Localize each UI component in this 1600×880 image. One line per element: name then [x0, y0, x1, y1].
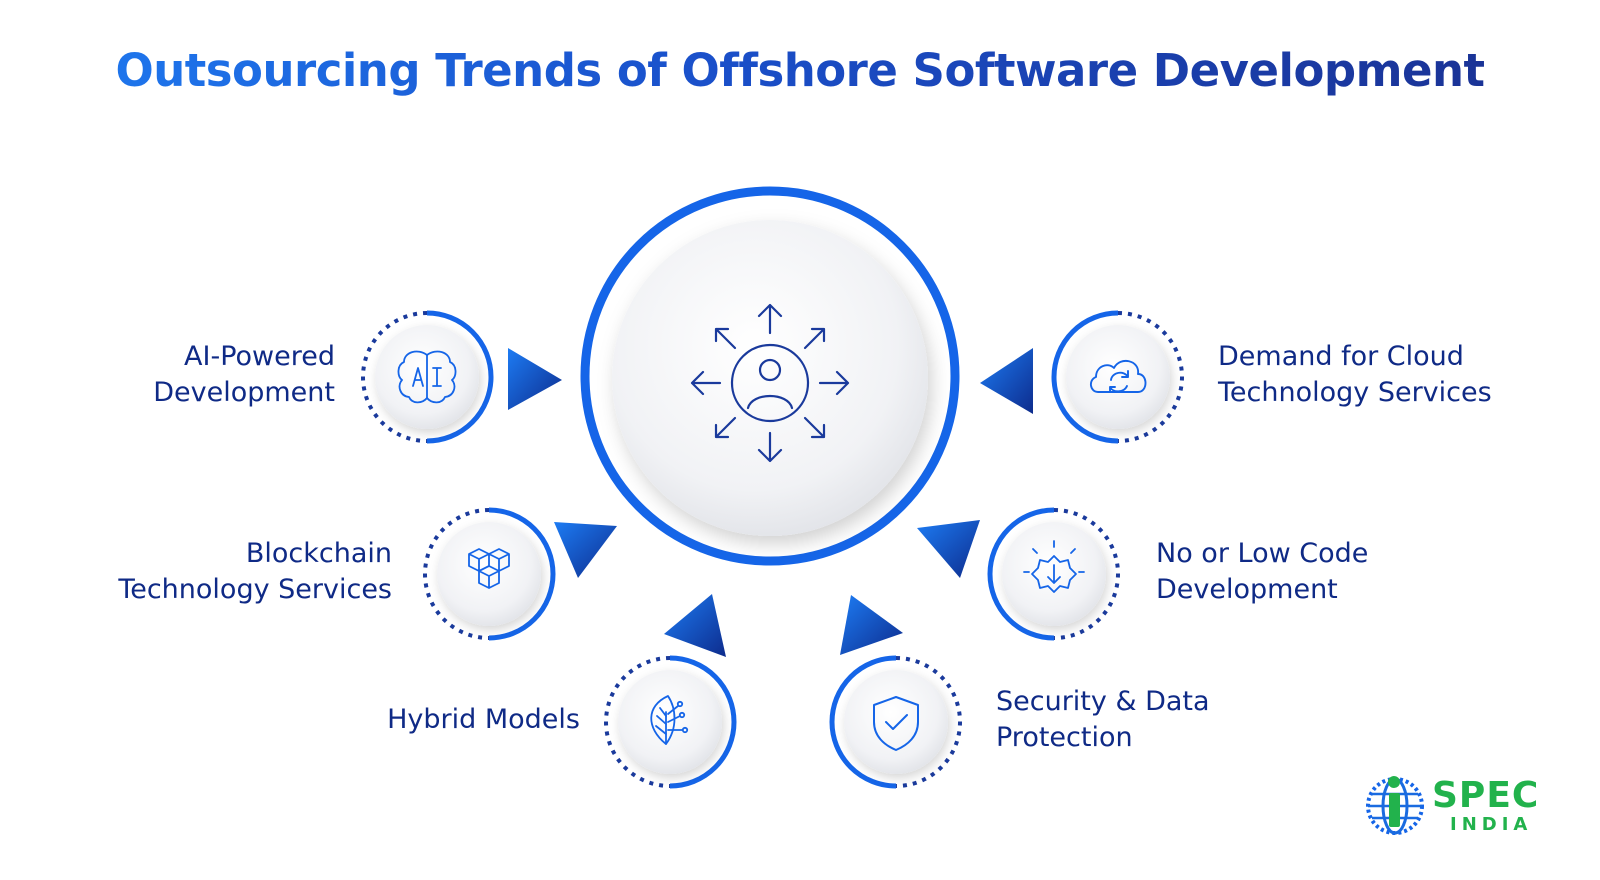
label-line: Security & Data	[996, 686, 1210, 717]
label-security-data-protection: Security & Data Protection	[996, 684, 1256, 756]
label-no-low-code-development: No or Low Code Development	[1156, 536, 1416, 608]
label-line: Blockchain	[245, 538, 392, 569]
node-security	[829, 655, 962, 789]
label-line: Protection	[996, 722, 1133, 753]
label-line: Development	[153, 377, 335, 408]
pointer-arrow-security	[840, 595, 903, 655]
pointer-arrow-ai	[508, 348, 562, 410]
label-line: No or Low Code	[1156, 538, 1369, 569]
label-demand-cloud-technology-services: Demand for Cloud Technology Services	[1218, 339, 1558, 411]
page-title: Outsourcing Trends of Offshore Software …	[0, 44, 1600, 97]
pointer-arrows	[508, 348, 1033, 657]
label-hybrid-models: Hybrid Models	[330, 702, 580, 738]
label-blockchain-technology-services: Blockchain Technology Services	[70, 536, 392, 608]
pointer-arrow-hybrid	[664, 594, 726, 657]
shield-check-icon	[873, 696, 919, 751]
spec-india-globe-icon	[1366, 776, 1424, 835]
logo-word: SPEC	[1432, 775, 1540, 816]
person-with-outward-arrows-icon	[690, 303, 850, 463]
pointer-arrow-lowcode	[917, 520, 980, 578]
label-line: Development	[1156, 574, 1338, 605]
logo-sub: INDIA	[1450, 814, 1533, 835]
spec-india-logo: SPEC INDIA	[1362, 776, 1562, 842]
label-line: Technology Services	[118, 574, 392, 605]
central-hub	[580, 186, 960, 566]
pointer-arrow-cloud	[980, 348, 1033, 414]
leaf-circuit-icon	[650, 695, 689, 745]
cloud-sync-icon	[1090, 359, 1147, 393]
label-line: AI-Powered	[184, 341, 335, 372]
label-ai-powered-development: AI-Powered Development	[110, 339, 335, 411]
ai-brain-icon	[397, 350, 457, 404]
pointer-arrow-blockchain	[554, 522, 617, 578]
label-line: Hybrid Models	[387, 704, 580, 735]
node-blockchain	[423, 507, 556, 641]
label-line: Demand for Cloud	[1218, 341, 1464, 372]
download-badge-icon	[1023, 540, 1085, 593]
label-line: Technology Services	[1218, 377, 1492, 408]
blockchain-cubes-icon	[468, 548, 510, 589]
node-cloud	[1051, 310, 1184, 444]
